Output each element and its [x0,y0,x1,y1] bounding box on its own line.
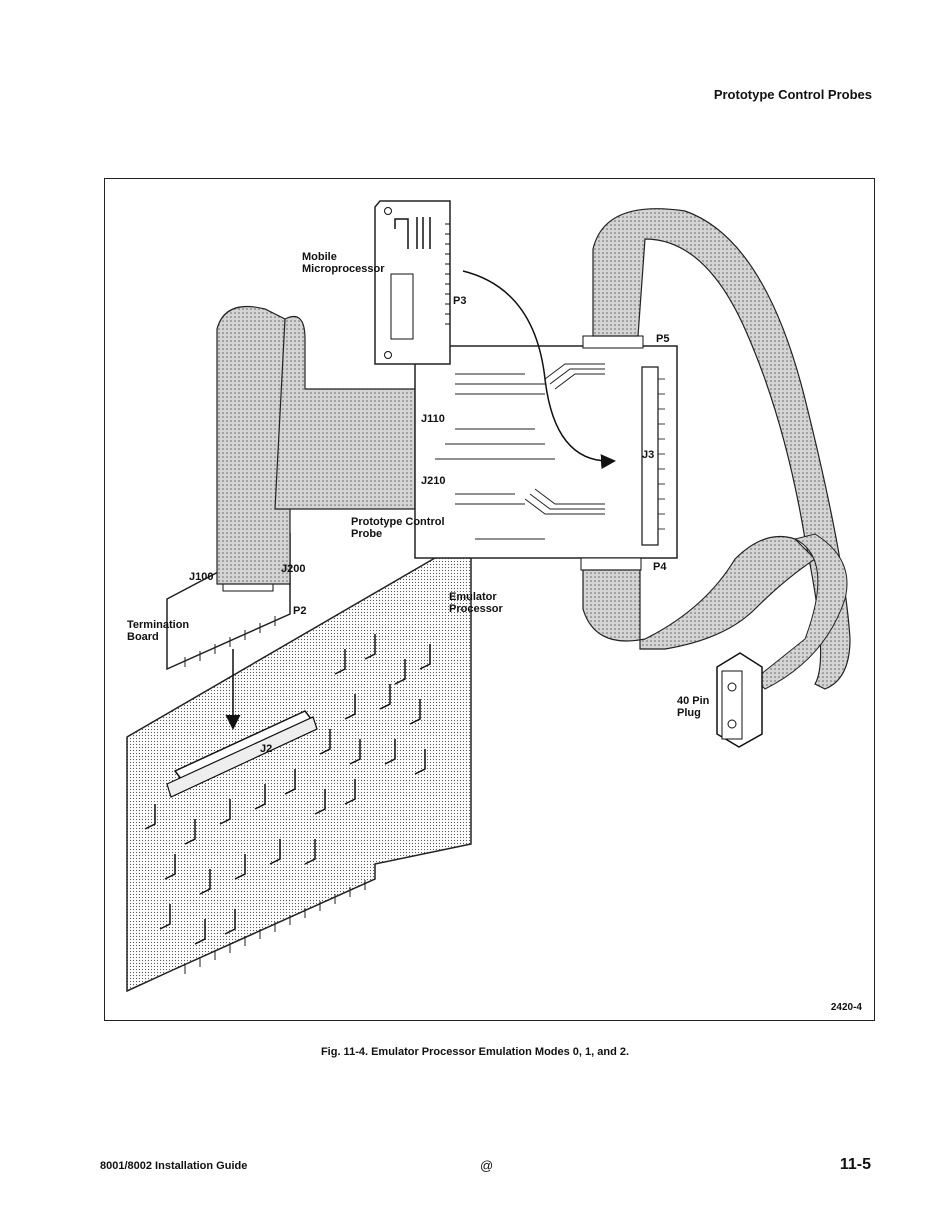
footer-document-title: 8001/8002 Installation Guide [100,1160,247,1172]
footer-center-mark: @ [480,1158,493,1173]
label-p2: P2 [293,605,306,617]
label-j210: J210 [421,475,445,487]
label-termination-board: Termination Board [127,619,189,643]
label-j2: J2 [260,743,272,755]
page-number: 11-5 [840,1156,871,1174]
figure-caption: Fig. 11-4. Emulator Processor Emulation … [0,1046,950,1058]
section-title: Prototype Control Probes [714,87,872,102]
mobile-microprocessor-card [375,201,450,364]
label-emulator-processor: Emulator Processor [449,591,503,615]
label-40-pin-plug: 40 Pin Plug [677,695,709,719]
label-mobile-microprocessor: Mobile Microprocessor [302,251,385,275]
label-p4: P4 [653,561,666,573]
label-j200: J200 [281,563,305,575]
label-prototype-control-probe: Prototype Control Probe [351,516,445,540]
label-j3: J3 [642,449,654,461]
label-p3: P3 [453,295,466,307]
figure-frame: Mobile Microprocessor P3 P5 J110 J3 J210… [104,178,875,1021]
forty-pin-plug [717,653,762,747]
label-j100: J100 [189,571,213,583]
label-p5: P5 [656,333,669,345]
figure-number: 2420-4 [831,1002,862,1014]
label-j110: J110 [421,413,445,425]
